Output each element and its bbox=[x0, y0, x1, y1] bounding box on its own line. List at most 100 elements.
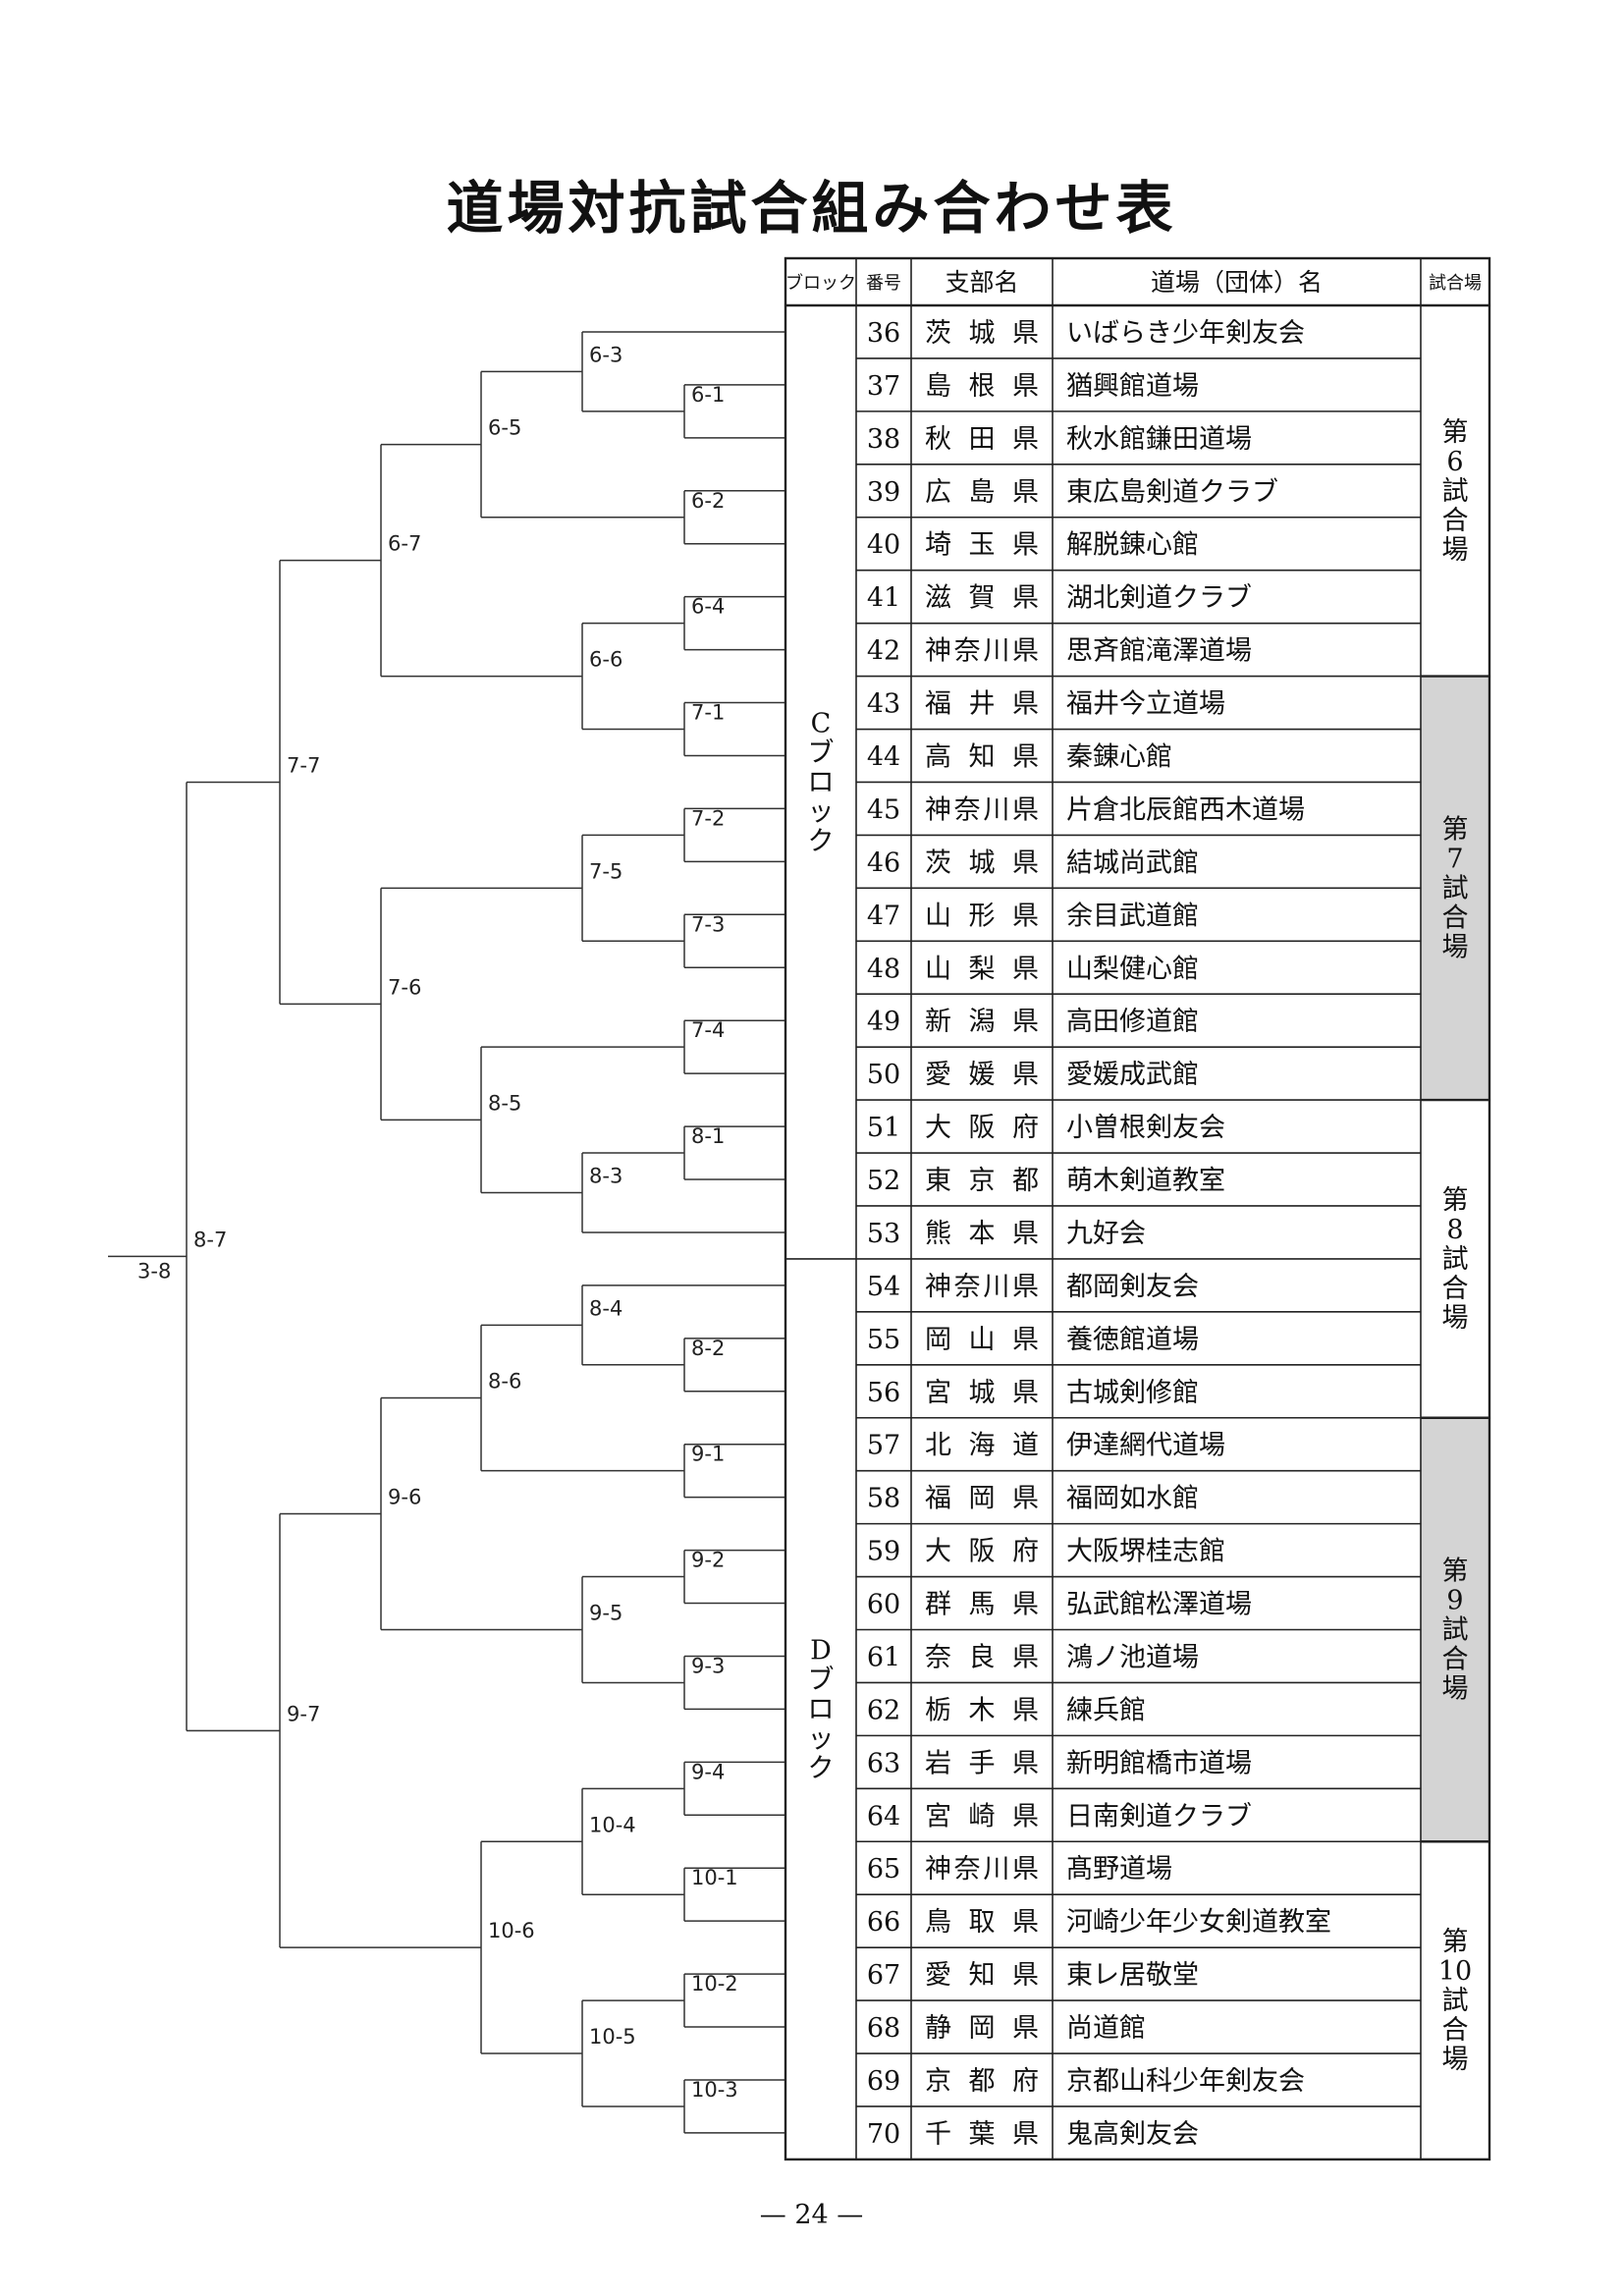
entry-number: 45 bbox=[867, 794, 900, 825]
match-label: 8-1 bbox=[691, 1124, 725, 1148]
match-label: 7-5 bbox=[589, 859, 622, 883]
entry-number: 36 bbox=[867, 318, 900, 349]
entry-dojo: 弘武館松澤道場 bbox=[1066, 1590, 1252, 1620]
entry-branch: 新潟県 bbox=[925, 1007, 1039, 1037]
match-label: 9-5 bbox=[589, 1602, 622, 1625]
entry-dojo: 日南剣道クラブ bbox=[1066, 1801, 1252, 1831]
match-label: 9-6 bbox=[388, 1486, 421, 1509]
entry-branch: 群馬県 bbox=[925, 1590, 1039, 1620]
entry-number: 55 bbox=[867, 1325, 900, 1355]
entry-dojo: 東レ居敬堂 bbox=[1066, 1960, 1199, 1991]
match-label: 7-7 bbox=[287, 753, 320, 777]
entry-number: 57 bbox=[867, 1431, 900, 1461]
match-label: 10-3 bbox=[691, 2078, 738, 2102]
entry-number: 54 bbox=[867, 1272, 900, 1302]
match-label: 8-3 bbox=[589, 1164, 622, 1187]
match-label: 7-3 bbox=[691, 912, 725, 936]
match-label: 6-7 bbox=[388, 532, 421, 556]
entry-dojo: 東広島剣道クラブ bbox=[1066, 477, 1278, 508]
match-label: 6-3 bbox=[589, 343, 622, 366]
entry-branch: 熊本県 bbox=[925, 1219, 1039, 1249]
entry-branch: 埼玉県 bbox=[925, 530, 1039, 561]
entry-dojo: 新明館橋市道場 bbox=[1066, 1748, 1252, 1778]
entry-branch: 宮城県 bbox=[925, 1378, 1039, 1408]
venue-shading bbox=[1421, 1417, 1489, 1842]
entry-branch: 高知県 bbox=[925, 741, 1039, 772]
entry-number: 50 bbox=[867, 1060, 900, 1090]
entry-number: 37 bbox=[867, 371, 900, 402]
entry-branch: 神奈川県 bbox=[925, 794, 1039, 825]
entry-dojo: 湖北剣道クラブ bbox=[1066, 583, 1252, 614]
match-label: 7-2 bbox=[691, 806, 725, 830]
entry-branch: 愛媛県 bbox=[925, 1060, 1039, 1090]
entry-number: 59 bbox=[867, 1537, 900, 1567]
entry-dojo: 愛媛成武館 bbox=[1066, 1060, 1199, 1090]
entry-number: 41 bbox=[867, 583, 900, 614]
entry-branch: 宮崎県 bbox=[925, 1801, 1039, 1831]
entry-dojo: 秋水館鎌田道場 bbox=[1066, 424, 1252, 455]
entry-number: 47 bbox=[867, 901, 900, 931]
table-border bbox=[784, 256, 1491, 2161]
entry-branch: 秋田県 bbox=[925, 424, 1039, 455]
entry-number: 49 bbox=[867, 1007, 900, 1037]
entry-number: 60 bbox=[867, 1590, 900, 1620]
match-label: 9-3 bbox=[691, 1654, 725, 1677]
match-label: 8-6 bbox=[488, 1370, 521, 1394]
header-dojo: 道場（団体）名 bbox=[1151, 268, 1323, 297]
entry-number: 56 bbox=[867, 1378, 900, 1408]
entry-dojo: 解脱錬心館 bbox=[1066, 530, 1199, 561]
entry-number: 58 bbox=[867, 1484, 900, 1514]
entry-number: 69 bbox=[867, 2066, 900, 2097]
entry-number: 46 bbox=[867, 847, 900, 878]
entry-dojo: 余目武道館 bbox=[1066, 901, 1199, 931]
venue-shading bbox=[1421, 676, 1489, 1101]
entry-branch: 愛知県 bbox=[925, 1960, 1039, 1991]
entry-dojo: 古城剣修館 bbox=[1066, 1378, 1199, 1408]
entry-branch: 静岡県 bbox=[925, 2013, 1039, 2044]
entry-branch: 岩手県 bbox=[925, 1748, 1039, 1778]
entry-number: 68 bbox=[867, 2013, 900, 2044]
match-label: 6-2 bbox=[691, 489, 725, 513]
entry-branch: 奈良県 bbox=[925, 1642, 1039, 1672]
header-block: ブロック bbox=[785, 272, 856, 294]
entry-dojo: 小曽根剣友会 bbox=[1066, 1113, 1225, 1143]
entry-dojo: 高田修道館 bbox=[1066, 1007, 1199, 1037]
match-label: 3-8 bbox=[137, 1259, 171, 1283]
entry-branch: 岡山県 bbox=[925, 1325, 1039, 1355]
entry-number: 44 bbox=[867, 741, 900, 772]
entry-dojo: 福岡如水館 bbox=[1066, 1484, 1199, 1514]
entry-number: 64 bbox=[867, 1801, 900, 1831]
entry-dojo: 尚道館 bbox=[1066, 2013, 1146, 2044]
entry-branch: 茨城県 bbox=[925, 847, 1039, 878]
entry-branch: 千葉県 bbox=[925, 2119, 1039, 2150]
entry-dojo: 鴻ノ池道場 bbox=[1066, 1642, 1199, 1672]
match-label: 9-7 bbox=[287, 1702, 320, 1725]
match-label: 6-1 bbox=[691, 383, 725, 407]
match-label: 7-4 bbox=[691, 1018, 725, 1042]
entry-branch: 茨城県 bbox=[925, 318, 1039, 349]
entry-dojo: 鬼高剣友会 bbox=[1066, 2119, 1199, 2150]
entry-number: 67 bbox=[867, 1960, 900, 1991]
entry-branch: 神奈川県 bbox=[925, 1272, 1039, 1302]
entry-number: 43 bbox=[867, 689, 900, 720]
match-label: 8-5 bbox=[488, 1091, 521, 1115]
entry-number: 61 bbox=[867, 1642, 900, 1672]
entry-dojo: 練兵館 bbox=[1066, 1695, 1146, 1725]
entry-number: 62 bbox=[867, 1695, 900, 1725]
entry-dojo: 河崎少年少女剣道教室 bbox=[1066, 1907, 1331, 1938]
entry-branch: 神奈川県 bbox=[925, 636, 1039, 667]
entry-branch: 広島県 bbox=[925, 477, 1039, 508]
entry-dojo: 都岡剣友会 bbox=[1066, 1272, 1199, 1302]
entry-branch: 滋賀県 bbox=[925, 583, 1039, 614]
entry-branch: 福岡県 bbox=[925, 1484, 1039, 1514]
entry-number: 66 bbox=[867, 1907, 900, 1938]
entry-number: 65 bbox=[867, 1854, 900, 1885]
entry-branch: 山形県 bbox=[925, 901, 1039, 931]
entry-number: 70 bbox=[867, 2119, 900, 2150]
match-label: 7-1 bbox=[691, 701, 725, 725]
entry-branch: 京都府 bbox=[925, 2066, 1039, 2097]
